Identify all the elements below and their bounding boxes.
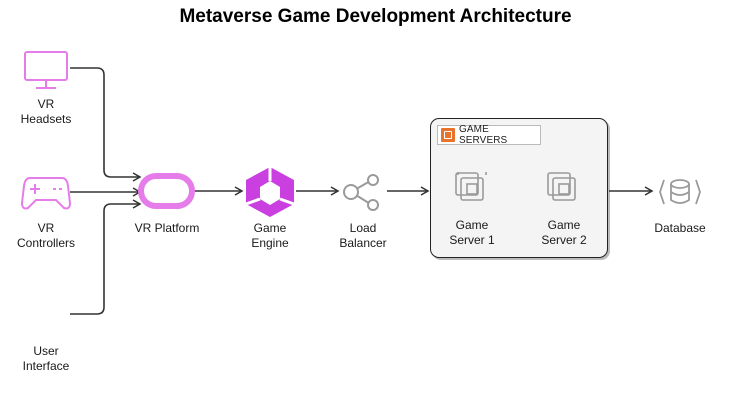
node-vr-platform-label: VR Platform <box>134 221 200 235</box>
node-vr-controllers-label: VR Controllers <box>16 221 76 250</box>
load-balancer-icon <box>343 174 379 211</box>
vr-headset-icon <box>138 173 195 209</box>
diagram-title: Metaverse Game Development Architecture <box>179 6 572 27</box>
edge-headsets-to-platform <box>70 67 142 182</box>
database-icon <box>659 179 701 205</box>
node-game-server-1-label: Game Server 1 <box>449 218 495 247</box>
server-2-chip-icon <box>547 172 576 201</box>
node-game-server-2-label: Game Server 2 <box>541 218 587 247</box>
monitor-icon <box>24 51 68 89</box>
gamepad-icon <box>20 177 72 210</box>
game-engine-icon <box>245 167 295 217</box>
game-servers-group-label: GAME SERVERS <box>459 124 508 146</box>
node-user-interface-label: User Interface <box>22 344 70 373</box>
node-database-label: Database <box>654 221 706 235</box>
node-game-engine-label: Game Engine <box>251 221 289 250</box>
node-vr-headsets-label: VR Headsets <box>20 97 72 126</box>
game-servers-group-tag: GAME SERVERS <box>437 124 541 146</box>
server-group-icon <box>441 128 455 142</box>
node-load-balancer-label: Load Balancer <box>339 221 387 250</box>
server-1-chip-icon <box>455 172 487 201</box>
edge-ui-to-platform <box>70 199 142 315</box>
